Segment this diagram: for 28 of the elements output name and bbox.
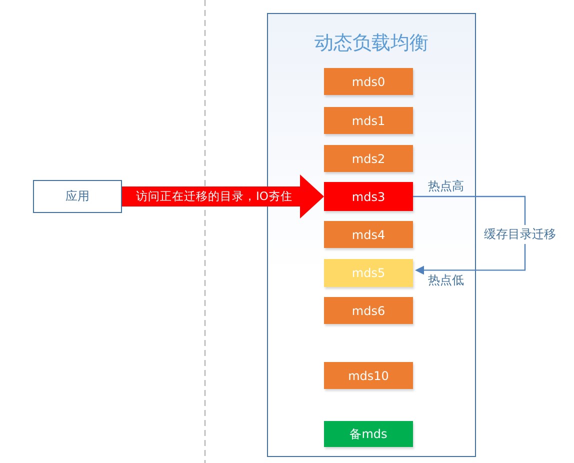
edge-label: 缓存目录迁移: [484, 225, 556, 244]
edge-label: 访问正在迁移的目录，IO夯住: [136, 188, 292, 204]
server-box: [324, 221, 413, 248]
box-label: mds5: [352, 266, 386, 280]
server-box: [324, 362, 413, 389]
server-box: [324, 182, 413, 211]
box-label: mds6: [352, 304, 386, 318]
arrow: [413, 196, 526, 275]
box-label: mds3: [352, 190, 386, 204]
box-label: 应用: [66, 188, 90, 205]
block-arrow: [122, 174, 324, 218]
server-box: [324, 421, 413, 447]
container-panel: [267, 13, 476, 457]
box-label: mds1: [352, 114, 386, 128]
server-box: [324, 107, 413, 134]
panel-title: 动态负载均衡: [314, 31, 428, 56]
box-label: mds4: [352, 228, 386, 242]
box-label: mds10: [348, 368, 389, 382]
server-box: [324, 259, 413, 287]
box-label: 备mds: [350, 426, 388, 442]
server-box: [324, 68, 413, 95]
note-label: 热点低: [428, 272, 464, 289]
box-label: mds2: [352, 152, 386, 166]
box-label: mds0: [352, 74, 386, 88]
note-label: 热点高: [428, 178, 464, 195]
server-box: [324, 297, 413, 324]
server-box: [324, 145, 413, 172]
app-box: [33, 180, 122, 213]
